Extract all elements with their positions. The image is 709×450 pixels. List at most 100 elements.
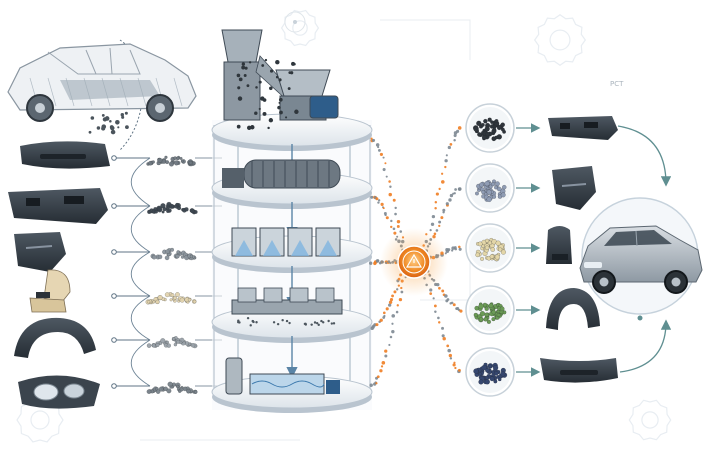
- gear-icon: [533, 13, 587, 67]
- gray-blue-granules: [465, 163, 541, 213]
- shred-particle: [269, 86, 273, 91]
- granule: [487, 364, 492, 368]
- sort-particle: [320, 319, 323, 323]
- shred-particle: [277, 105, 281, 110]
- granule: [500, 249, 506, 255]
- connector-node: [111, 203, 117, 209]
- shred-particle: [268, 118, 274, 123]
- granule: [489, 254, 495, 259]
- gear-icon: [280, 9, 320, 47]
- shred-particle: [261, 64, 265, 67]
- arrow-to-car: [617, 125, 672, 187]
- granule: [473, 312, 478, 318]
- debris-particle: [120, 112, 125, 117]
- granule: [485, 238, 490, 243]
- debris-particle: [110, 125, 115, 131]
- shred-particle: [241, 65, 246, 70]
- shred-particle: [246, 84, 250, 88]
- shred-particle: [247, 125, 252, 130]
- granule: [473, 126, 479, 132]
- granule: [490, 247, 495, 252]
- granule: [478, 372, 482, 376]
- seat-back-icon: [546, 226, 572, 264]
- processing-tower: [211, 29, 373, 413]
- shred-particle: [269, 69, 274, 73]
- car-interior: [60, 80, 160, 100]
- granule: [501, 127, 505, 132]
- shred-particle: [255, 86, 258, 89]
- granule: [500, 122, 505, 127]
- granule: [495, 240, 501, 246]
- shred-particle: [267, 126, 270, 130]
- granule: [494, 371, 499, 376]
- granule: [495, 181, 500, 187]
- sort-particle: [310, 323, 313, 326]
- crosshair-icon: [284, 11, 306, 33]
- sort-particle: [272, 321, 276, 324]
- shred-particle: [278, 97, 283, 102]
- shred-particle: [237, 96, 243, 101]
- car-pillar: [85, 47, 113, 75]
- sort-particle: [315, 321, 319, 325]
- black-granules: [465, 103, 541, 153]
- sort-particle: [303, 322, 307, 326]
- granule: [494, 254, 500, 260]
- output-parts-column: [540, 116, 618, 383]
- granule: [478, 317, 484, 322]
- connector-node: [111, 249, 117, 255]
- shred-particle: [294, 109, 299, 114]
- granule: [478, 379, 484, 385]
- shred-particle: [237, 86, 241, 90]
- debris-particle: [125, 125, 129, 130]
- granule: [484, 126, 490, 132]
- sort-particle: [255, 321, 258, 324]
- granule: [492, 127, 497, 132]
- shred-particle: [293, 62, 296, 66]
- sort-particle: [322, 321, 325, 324]
- wheel-hub: [35, 103, 45, 113]
- granule: [480, 123, 485, 127]
- shred-particle: [275, 75, 279, 79]
- source-connectors: [111, 39, 222, 389]
- warning-triangle-icon: [405, 253, 423, 268]
- granule: [491, 182, 496, 187]
- bumper-icon: [20, 141, 110, 169]
- sort-particle: [313, 321, 317, 324]
- shred-particle: [258, 80, 262, 84]
- hub-ring: [402, 250, 426, 274]
- granule: [489, 376, 495, 382]
- shred-particle: [236, 73, 241, 78]
- connector-curve: [131, 295, 151, 341]
- debris-particle: [101, 124, 107, 129]
- water-tank-icon: [225, 357, 340, 395]
- sort-particle: [330, 322, 334, 325]
- granule: [500, 371, 506, 377]
- sort-particle: [288, 321, 291, 325]
- navy-granules: [465, 347, 541, 397]
- shred-particle: [285, 116, 288, 119]
- wheel-hub: [155, 103, 165, 113]
- flotation-tank-icon: [231, 227, 341, 257]
- sort-particle: [327, 319, 330, 323]
- suv-icon: [579, 225, 703, 294]
- wheel-hub: [671, 277, 681, 287]
- granule: [479, 311, 485, 317]
- shred-particle: [244, 66, 248, 70]
- sort-particle: [281, 319, 284, 322]
- debris-particle: [101, 113, 105, 117]
- shred-particle: [254, 111, 258, 115]
- granule: [500, 192, 506, 198]
- sort-particle: [252, 320, 255, 324]
- granule: [488, 303, 494, 309]
- granule: [492, 194, 497, 199]
- granule: [493, 379, 498, 384]
- granule: [494, 119, 499, 123]
- shred-particle: [275, 59, 280, 65]
- granule-pile: [150, 247, 197, 261]
- shred-particle: [278, 101, 281, 104]
- shred-particle: [258, 107, 261, 111]
- granule: [485, 368, 490, 373]
- granule: [486, 189, 492, 195]
- sorting-line-icon: [231, 287, 343, 327]
- seat-icon: [29, 269, 71, 313]
